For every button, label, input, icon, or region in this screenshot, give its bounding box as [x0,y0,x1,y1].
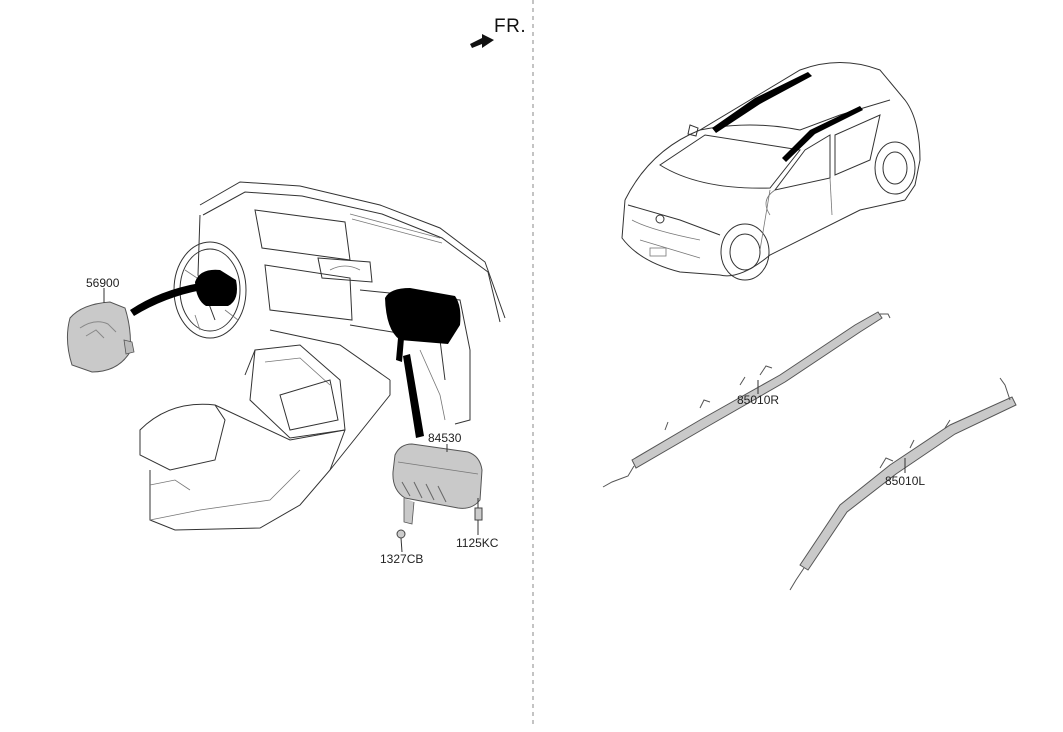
nut-1327cb [396,529,406,553]
driver-airbag-module [66,301,135,373]
passenger-airbag-module [392,443,483,525]
part-label-1125kc: 1125KC [456,536,499,550]
bolt-1125kc [474,498,483,535]
part-label-84530: 84530 [428,431,462,445]
part-label-56900: 56900 [86,276,120,290]
curtain-airbag-left [789,377,1017,591]
part-label-85010l: 85010L [885,474,926,488]
leader-arrow-passenger [403,354,424,438]
forward-arrow-icon [470,34,494,48]
forward-direction-label: FR. [494,16,527,37]
curtain-airbag-right [602,311,891,488]
leader-arrow-driver [130,283,202,316]
part-label-85010r: 85010R [737,393,780,407]
vehicle-illustration [621,62,921,281]
part-label-1327cb: 1327CB [380,552,424,566]
